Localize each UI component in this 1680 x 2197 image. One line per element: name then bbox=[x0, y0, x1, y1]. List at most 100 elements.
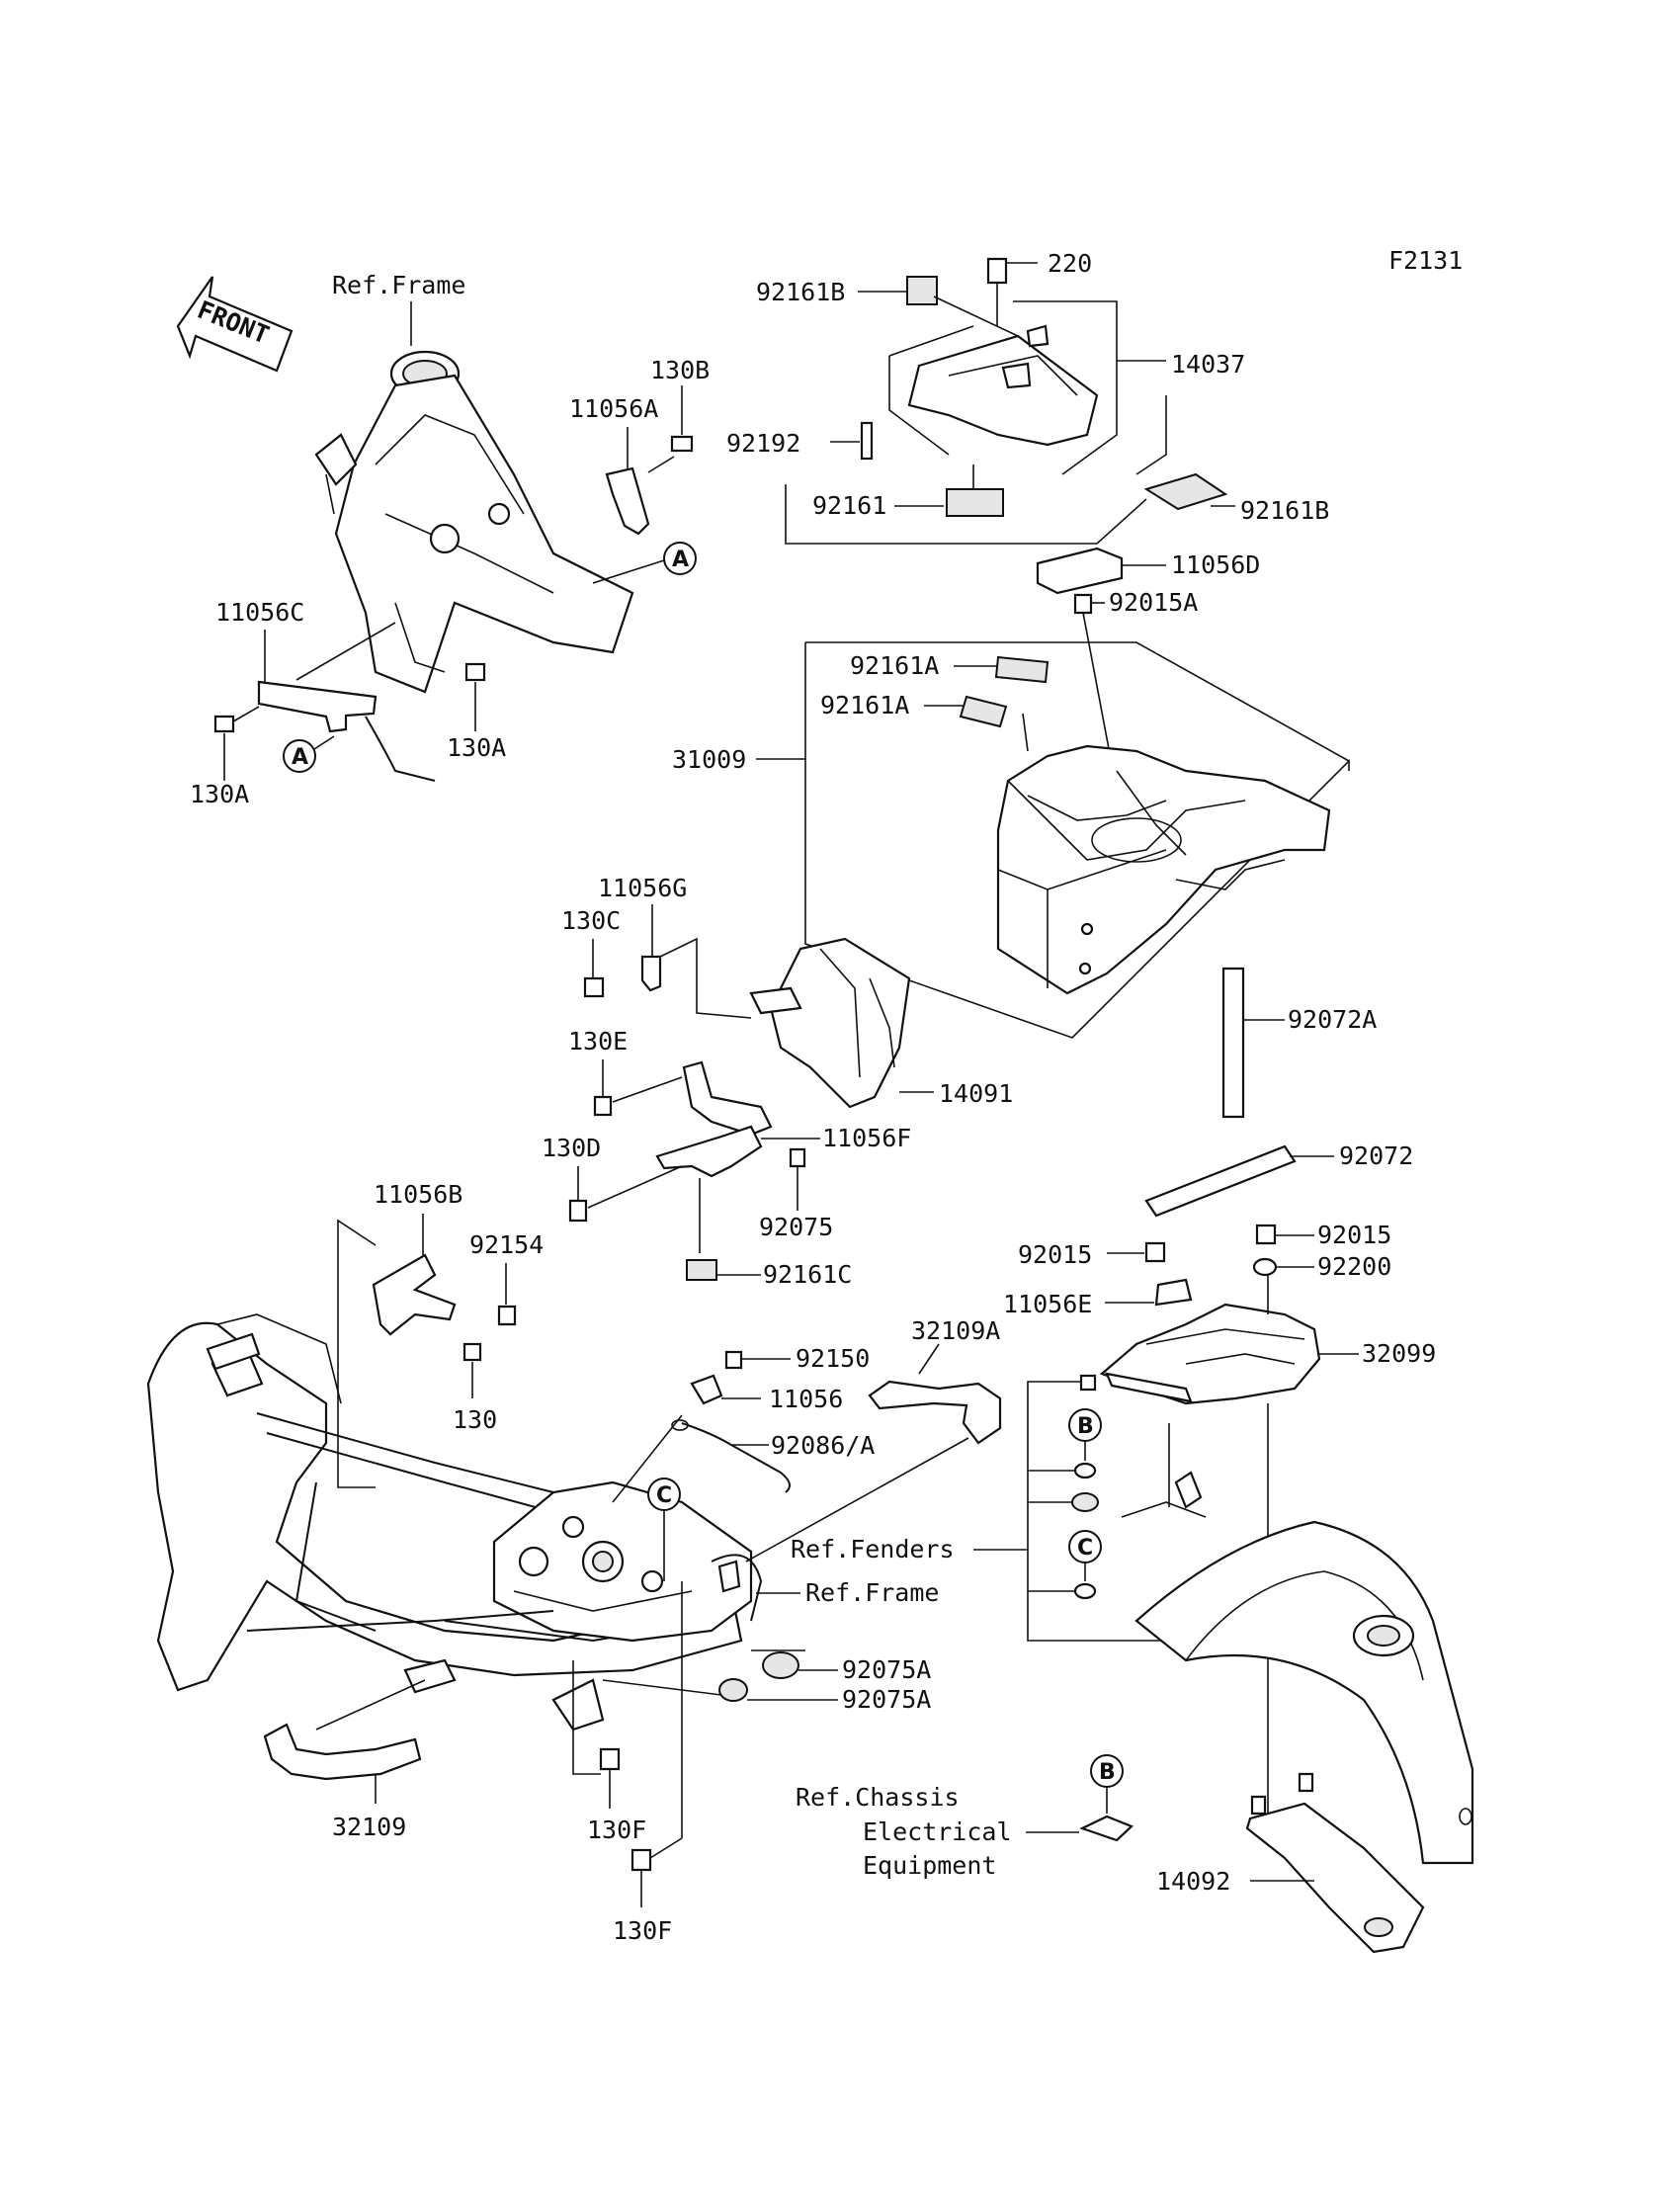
part-11056F-label: 11056F bbox=[822, 1124, 911, 1152]
callout-a-upper bbox=[663, 542, 697, 575]
part-130B-label: 130B bbox=[650, 356, 710, 384]
strap-92072-icon bbox=[1144, 1144, 1297, 1218]
cover-14092-icon bbox=[1245, 1802, 1425, 1954]
damper-92075A-lower-icon bbox=[718, 1678, 748, 1702]
nut-92015A-icon bbox=[1073, 593, 1093, 615]
part-130E-label: 130E bbox=[568, 1027, 628, 1056]
bracket-14037 bbox=[907, 324, 1099, 447]
part-92154-label: 92154 bbox=[469, 1230, 544, 1259]
bracket-11056G-icon bbox=[640, 955, 662, 992]
part-130D-label: 130D bbox=[542, 1134, 601, 1162]
svg-text:C: C bbox=[656, 1483, 672, 1508]
part-11056C-label: 11056C bbox=[215, 598, 304, 627]
pad-92161A-top-icon bbox=[994, 655, 1050, 684]
cover-32099 bbox=[1099, 1303, 1321, 1405]
part-31009-label: 31009 bbox=[672, 745, 746, 774]
callout-a-lower bbox=[283, 739, 316, 773]
bolt-130E-icon bbox=[593, 1095, 613, 1117]
part-92161-label: 92161 bbox=[812, 491, 886, 520]
bolt-130B-icon bbox=[670, 435, 694, 453]
bolt-130-icon bbox=[462, 1342, 482, 1362]
pin-92192-icon bbox=[860, 421, 874, 461]
part-130A-right-label: 130A bbox=[447, 733, 506, 762]
nut-92015-right-icon bbox=[1255, 1224, 1277, 1245]
part-92072-label: 92072 bbox=[1339, 1141, 1413, 1170]
bracket-11056E-icon bbox=[1154, 1278, 1193, 1307]
part-130A-left-label: 130A bbox=[190, 780, 249, 808]
bolt-130F-upper-icon bbox=[599, 1747, 621, 1771]
part-92200-label: 92200 bbox=[1317, 1252, 1391, 1281]
bolt-92154-icon bbox=[497, 1305, 517, 1326]
pad-92161-icon bbox=[946, 488, 1004, 517]
clamp-chassis-icon bbox=[1079, 1815, 1134, 1842]
part-92015-right-label: 92015 bbox=[1317, 1221, 1391, 1249]
front-arrow-icon: FRONT bbox=[176, 276, 294, 373]
bracket-upper-icon bbox=[682, 1060, 773, 1137]
bolt-130D-icon bbox=[568, 1199, 588, 1223]
svg-text:B: B bbox=[1077, 1414, 1094, 1439]
part-130F-lower-label: 130F bbox=[613, 1916, 672, 1945]
part-130-label: 130 bbox=[453, 1405, 497, 1434]
bolt-130A-left-icon bbox=[213, 715, 235, 733]
bolt-92150-icon bbox=[724, 1350, 743, 1370]
ref-chassis-line2: Electrical bbox=[863, 1817, 1012, 1846]
bracket-11056A-icon bbox=[605, 466, 650, 536]
part-92075A-upper-label: 92075A bbox=[842, 1655, 931, 1684]
grommet-fender-icon bbox=[1071, 1492, 1099, 1512]
part-92161B-top-label: 92161B bbox=[756, 278, 845, 306]
part-92015-left-label: 92015 bbox=[1018, 1240, 1092, 1269]
svg-text:A: A bbox=[672, 548, 689, 572]
part-32109-label: 32109 bbox=[332, 1813, 406, 1841]
part-92161B-right-label: 92161B bbox=[1240, 496, 1329, 525]
part-11056E-label: 11056E bbox=[1003, 1290, 1092, 1318]
frame-head-assembly: Ref.Frame bbox=[314, 271, 634, 694]
part-11056B-label: 11056B bbox=[374, 1180, 462, 1209]
bolt-220-icon bbox=[986, 257, 1008, 285]
ref-frame-bottom: Ref.Frame bbox=[805, 1578, 939, 1607]
washer-fender-1-icon bbox=[1073, 1462, 1097, 1479]
washer-92200-icon bbox=[1252, 1257, 1278, 1277]
part-11056A-label: 11056A bbox=[569, 394, 658, 423]
part-130F-upper-label: 130F bbox=[587, 1816, 646, 1844]
part-92161A-top-label: 92161A bbox=[850, 651, 939, 680]
hose-32109-icon bbox=[263, 1723, 422, 1781]
bracket-11056B-icon bbox=[372, 1253, 457, 1336]
holder-14091 bbox=[749, 937, 911, 1109]
part-92150-label: 92150 bbox=[796, 1344, 870, 1373]
strap-92072A-icon bbox=[1221, 967, 1245, 1119]
part-92072A-label: 92072A bbox=[1288, 1005, 1377, 1034]
figure-code: F2131 bbox=[1388, 246, 1463, 275]
part-14037-label: 14037 bbox=[1171, 350, 1245, 379]
part-92192-label: 92192 bbox=[726, 429, 800, 458]
part-11056-label: 11056 bbox=[769, 1385, 843, 1413]
part-130C-label: 130C bbox=[561, 906, 621, 935]
ref-chassis-line3: Equipment bbox=[863, 1851, 996, 1880]
nut-92015-left-icon bbox=[1144, 1241, 1166, 1263]
part-92161C-label: 92161C bbox=[763, 1260, 852, 1289]
bolt-92075-icon bbox=[789, 1147, 806, 1168]
battery-case-31009 bbox=[996, 744, 1331, 995]
pad-92161A-lower-icon bbox=[959, 695, 1008, 728]
pad-92161B-right-icon bbox=[1143, 472, 1228, 511]
damper-92075A-upper-icon bbox=[762, 1651, 799, 1679]
part-32109A-label: 32109A bbox=[911, 1316, 1000, 1345]
bolt-130A-right-icon bbox=[464, 662, 486, 682]
ref-fenders: Ref.Fenders bbox=[791, 1535, 955, 1563]
svg-text:B: B bbox=[1099, 1760, 1116, 1785]
part-220-label: 220 bbox=[1048, 249, 1092, 278]
part-11056D-label: 11056D bbox=[1171, 550, 1260, 579]
svg-text:C: C bbox=[1077, 1536, 1093, 1561]
bolt-130C-icon bbox=[583, 976, 605, 998]
part-92075A-lower-label: 92075A bbox=[842, 1685, 931, 1714]
part-92086A-label: 92086/A bbox=[771, 1431, 875, 1460]
main-frame bbox=[146, 1313, 763, 1732]
part-92161A-lower-label: 92161A bbox=[820, 691, 909, 719]
part-11056G-label: 11056G bbox=[598, 874, 687, 902]
svg-text:A: A bbox=[292, 745, 308, 770]
pad-92161C-icon bbox=[686, 1259, 717, 1281]
part-32099-label: 32099 bbox=[1362, 1339, 1436, 1368]
part-92015A-label: 92015A bbox=[1109, 588, 1198, 617]
nut-fender-icon bbox=[1079, 1374, 1097, 1392]
rear-fender bbox=[1121, 1423, 1474, 1865]
